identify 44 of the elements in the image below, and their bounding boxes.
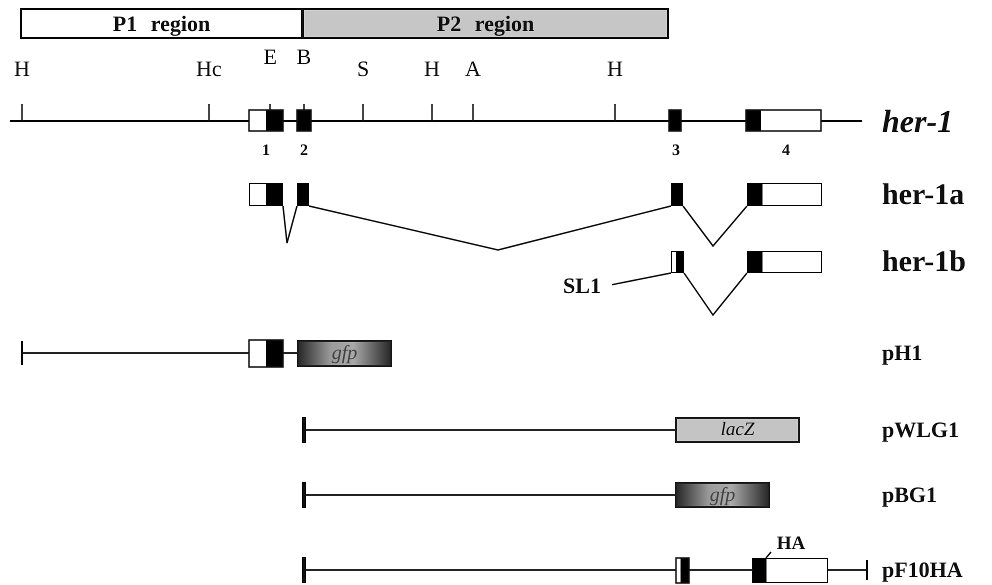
box-label: P1 region (112, 10, 210, 36)
transcript-name: her-1b (882, 247, 966, 277)
box-label: P2 region (436, 10, 534, 36)
gene-name: her-1 (882, 105, 954, 137)
site-label: S (357, 58, 370, 80)
box-label: lacZ (720, 419, 754, 441)
gfp-gene-box (297, 340, 392, 367)
splice-line (282, 206, 298, 244)
construct-name: pWLG1 (882, 419, 960, 441)
splice-line (308, 205, 672, 251)
exon-block (671, 251, 684, 273)
exon-number: 3 (672, 143, 680, 159)
label-text: SL1 (552, 273, 612, 299)
lacz-gene-box (675, 417, 800, 443)
site-label: Hc (196, 58, 222, 80)
exon-block (671, 183, 683, 206)
exon-block (747, 251, 822, 273)
site-label: B (296, 46, 312, 68)
exon-number: 2 (300, 143, 308, 159)
transcript-name: her-1a (882, 180, 964, 210)
construct-name: pF10HA (882, 559, 963, 581)
exon-block (747, 183, 822, 206)
site-label: H (607, 58, 623, 80)
exon-block (249, 183, 283, 206)
splice-line (683, 272, 748, 316)
exon-number: 1 (262, 143, 270, 159)
exon-block (297, 183, 309, 206)
site-label: A (465, 58, 481, 80)
box-label: gfp (332, 342, 358, 365)
exon-block (752, 558, 828, 583)
leader-line (765, 552, 772, 559)
splice-line (682, 206, 748, 248)
construct-name: pBG1 (882, 484, 938, 506)
box-label: gfp (710, 484, 736, 506)
region-box (302, 8, 669, 39)
region-box (20, 8, 303, 39)
site-label: H (14, 58, 30, 80)
label-text: HA (771, 534, 811, 554)
splice-line (612, 272, 672, 286)
site-label: E (264, 46, 277, 68)
gfp-gene-box (675, 482, 770, 508)
exon-number: 4 (782, 143, 790, 159)
site-label: H (424, 58, 440, 80)
construct-name: pH1 (882, 342, 922, 364)
